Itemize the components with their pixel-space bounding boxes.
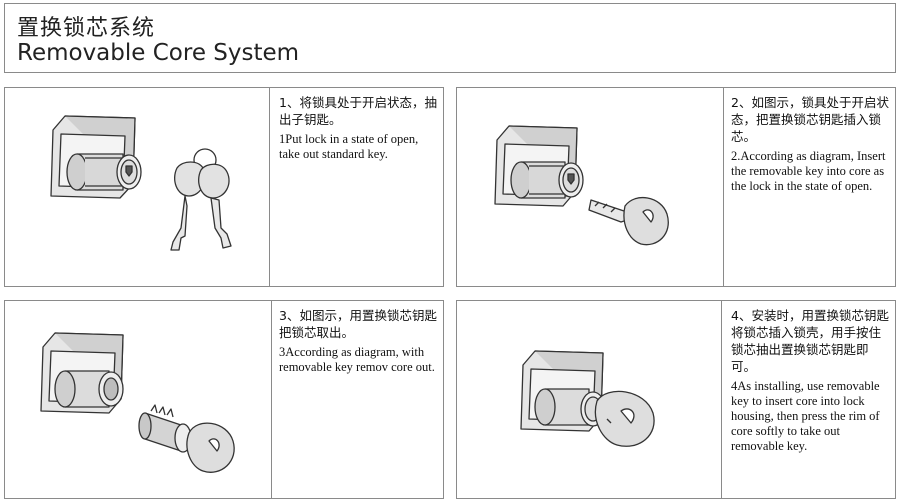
- step-panel-3: 3、如图示，用置换锁芯钥匙把锁芯取出。 3According as diagra…: [4, 300, 444, 499]
- step-panel-1: 1、将锁具处于开启状态，抽出子钥匙。 1Put lock in a state …: [4, 87, 444, 287]
- lock-install-core-icon: [520, 350, 655, 447]
- step-3-chinese: 3、如图示，用置换锁芯钥匙把锁芯取出。: [279, 308, 437, 340]
- title-chinese: 置换锁芯系统: [17, 16, 156, 41]
- step-2-chinese: 2、如图示，锁具处于开启状态，把置换锁芯钥匙插入锁芯。: [731, 95, 889, 144]
- step-1-english: 1Put lock in a state of open, take out s…: [279, 132, 419, 161]
- step-2-illustration: [457, 88, 724, 286]
- header-banner: 置换锁芯系统 Removable Core System: [4, 3, 896, 73]
- step-2-english: 2.According as diagram, Insert the remov…: [731, 149, 886, 193]
- step-1-text: 1、将锁具处于开启状态，抽出子钥匙。 1Put lock in a state …: [279, 94, 437, 162]
- lock-remove-core-icon: [40, 332, 235, 473]
- step-3-english: 3According as diagram, with removable ke…: [279, 345, 435, 374]
- step-4-chinese: 4、安装时，用置换锁芯钥匙将锁芯插入锁壳，用手按住锁芯抽出置换锁芯钥匙即可。: [731, 308, 889, 374]
- step-1-illustration: [5, 88, 270, 286]
- lock-insert-key-icon: [494, 125, 669, 246]
- step-4-text: 4、安装时，用置换锁芯钥匙将锁芯插入锁壳，用手按住锁芯抽出置换锁芯钥匙即可。 4…: [731, 307, 889, 454]
- step-3-illustration: [5, 301, 272, 498]
- lock-with-keys-icon: [50, 115, 232, 251]
- step-panel-4: 4、安装时，用置换锁芯钥匙将锁芯插入锁壳，用手按住锁芯抽出置换锁芯钥匙即可。 4…: [456, 300, 896, 499]
- step-3-text: 3、如图示，用置换锁芯钥匙把锁芯取出。 3According as diagra…: [279, 307, 437, 375]
- step-1-chinese: 1、将锁具处于开启状态，抽出子钥匙。: [279, 95, 437, 127]
- step-panel-2: 2、如图示，锁具处于开启状态，把置换锁芯钥匙插入锁芯。 2.According …: [456, 87, 896, 287]
- title-english: Removable Core System: [17, 40, 300, 66]
- step-4-english: 4As installing, use removable key to ins…: [731, 379, 880, 453]
- step-2-text: 2、如图示，锁具处于开启状态，把置换锁芯钥匙插入锁芯。 2.According …: [731, 94, 889, 194]
- step-4-illustration: [457, 301, 722, 498]
